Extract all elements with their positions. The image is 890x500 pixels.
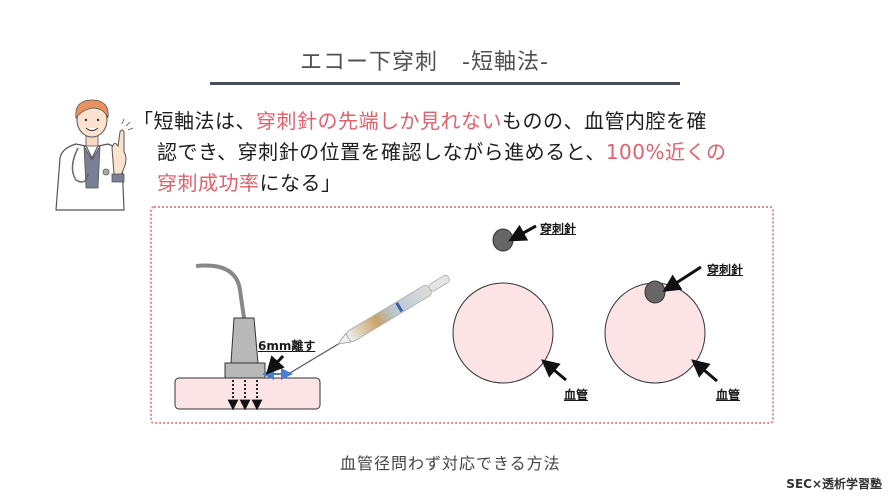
slide-title: エコー下穿刺 -短軸法- (300, 44, 620, 76)
quote-segment: 認でき、穿刺針の位置を確認しながら進めると、 (157, 140, 606, 164)
quote-segment: 「短軸法は、 (133, 109, 256, 133)
syringe-needle-icon (337, 274, 450, 345)
arrow-icon (265, 354, 285, 375)
title-subtitle: -短軸法- (462, 50, 549, 75)
quote-highlight: 100%近くの (605, 140, 727, 164)
vessel-label-2: 血管 (716, 388, 741, 402)
vessel-cross-section-1 (452, 282, 554, 384)
title-main: エコー下穿刺 (300, 50, 439, 75)
title-underline (210, 82, 680, 85)
figure-caption: 血管径問わず対応できる方法 (340, 454, 561, 473)
needle-tip-inside (644, 280, 666, 304)
probe-cable (195, 263, 246, 319)
probe-distance-label: 6mm離す (258, 339, 316, 353)
footer-credit: SEC×透析学習塾 (786, 477, 882, 491)
figure-frame (150, 206, 774, 424)
needle-label-1: 穿刺針 (540, 222, 577, 236)
skin-tissue (174, 377, 321, 410)
quote-line-2: 認でき、穿刺針の位置を確認しながら進めると、100%近くの (133, 137, 823, 168)
quote-line-1: 「短軸法は、穿刺針の先端しか見れないものの、血管内腔を確 (133, 106, 823, 137)
quote-line-3: 穿刺成功率になる」 (133, 168, 823, 199)
quote-segment: になる」 (259, 171, 342, 195)
ultrasound-probe-icon (224, 317, 266, 379)
needle-tip-outside (492, 228, 514, 252)
quote-highlight: 穿刺成功率 (157, 171, 260, 195)
quote-text: 「短軸法は、穿刺針の先端しか見れないものの、血管内腔を確 認でき、穿刺針の位置を… (133, 106, 823, 199)
quote-highlight: 穿刺針の先端しか見れない (256, 109, 502, 133)
vessel-label-1: 血管 (564, 388, 589, 402)
doctor-illustration-icon (55, 99, 134, 211)
needle-label-2: 穿刺針 (707, 263, 744, 277)
quote-segment: ものの、血管内腔を確 (502, 109, 707, 133)
ultrasound-beams (227, 380, 263, 411)
needle-shaft (289, 342, 341, 374)
